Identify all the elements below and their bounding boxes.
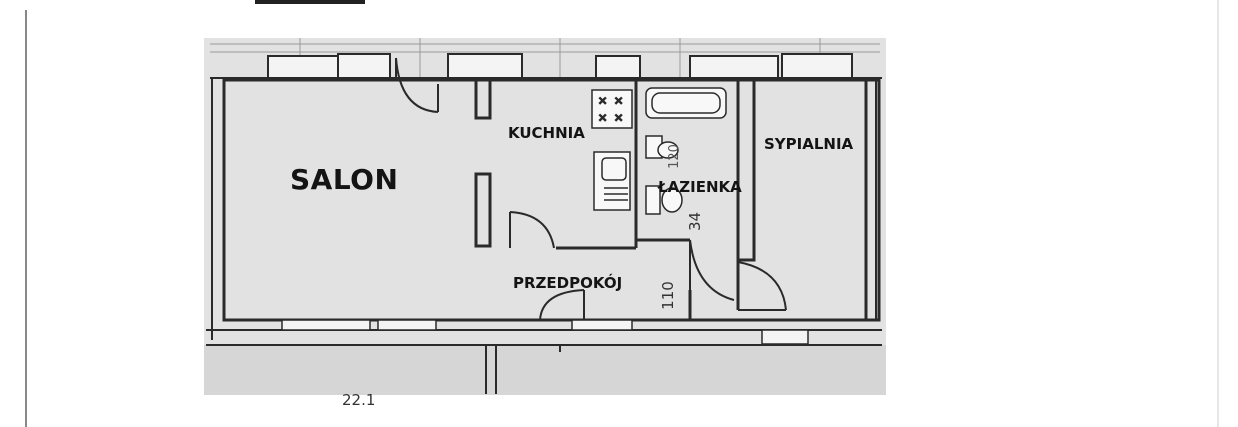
svg-text:×: × [614, 94, 623, 107]
washbasin [645, 185, 683, 215]
top-wall-hatching [210, 38, 880, 78]
lower-walls [485, 345, 561, 394]
room-label-przedpokoj: PRZEDPOKÓJ [513, 274, 623, 292]
svg-text:×: × [598, 94, 607, 107]
room-label-salon: SALON [290, 163, 399, 196]
dimension-bath-fixture: 120 [666, 144, 682, 169]
room-label-lazienka: ŁAZIENKA [658, 178, 742, 196]
dimension-hall-width: 110 [658, 281, 677, 310]
dimension-bathroom-door: 34 [686, 211, 705, 232]
interior-walls [474, 78, 877, 320]
top-windows [267, 53, 853, 79]
room-label-sypialnia: SYPIALNIA [764, 135, 854, 153]
toilet [645, 135, 679, 159]
stove: × × × × [591, 89, 633, 129]
room-label-kuchnia: KUCHNIA [508, 124, 585, 142]
bathtub [645, 87, 727, 119]
apartment-number: 22.1 [342, 391, 376, 409]
bottom-windows [281, 319, 809, 345]
svg-text:×: × [614, 111, 623, 124]
svg-text:×: × [598, 111, 607, 124]
doors [395, 57, 787, 321]
plan-shadow-bottom [204, 345, 886, 395]
scan-edge-artifact [255, 0, 365, 4]
kitchen-sink [593, 151, 631, 211]
